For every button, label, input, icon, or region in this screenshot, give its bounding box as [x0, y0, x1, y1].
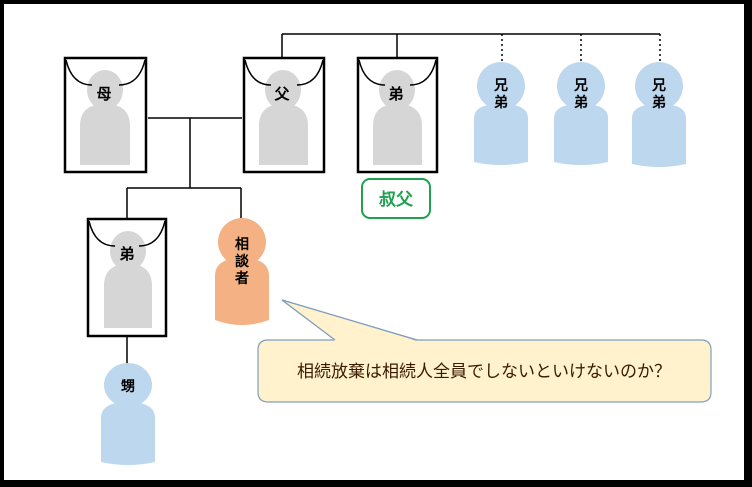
- dotted-lines: [501, 34, 661, 64]
- person-client: 相談者: [215, 218, 269, 325]
- person-sibling-1: 兄弟: [474, 62, 528, 165]
- nephew-label: 甥: [121, 379, 135, 395]
- speech-bubble-shape: [257, 299, 712, 403]
- connector-lines: [126, 33, 660, 370]
- person-sibling-2: 兄弟: [554, 62, 608, 165]
- uncle-tag: 叔父: [361, 178, 431, 219]
- speech-bubble: 相続放棄は相続人全員でしないといけないのか？: [257, 299, 712, 403]
- speech-text: 相続放棄は相続人全員でしないといけないのか？: [297, 362, 671, 382]
- person-mother: 母: [63, 56, 148, 174]
- mother-label: 母: [96, 85, 111, 103]
- father-label: 父: [273, 85, 290, 103]
- person-client-brother: 弟: [86, 217, 168, 338]
- sibling-1-label: 兄弟: [493, 78, 508, 111]
- person-father: 父: [242, 56, 326, 174]
- person-sibling-3: 兄弟: [632, 62, 686, 167]
- uncle-tag-label: 叔父: [379, 190, 414, 210]
- client-brother-label: 弟: [119, 245, 134, 263]
- father-brother-label: 弟: [388, 85, 403, 103]
- person-nephew: 甥: [101, 363, 155, 465]
- client-label: 相談者: [235, 236, 250, 287]
- sibling-2-label: 兄弟: [573, 78, 588, 111]
- person-father-brother: 弟: [356, 56, 439, 174]
- sibling-3-label: 兄弟: [651, 78, 666, 111]
